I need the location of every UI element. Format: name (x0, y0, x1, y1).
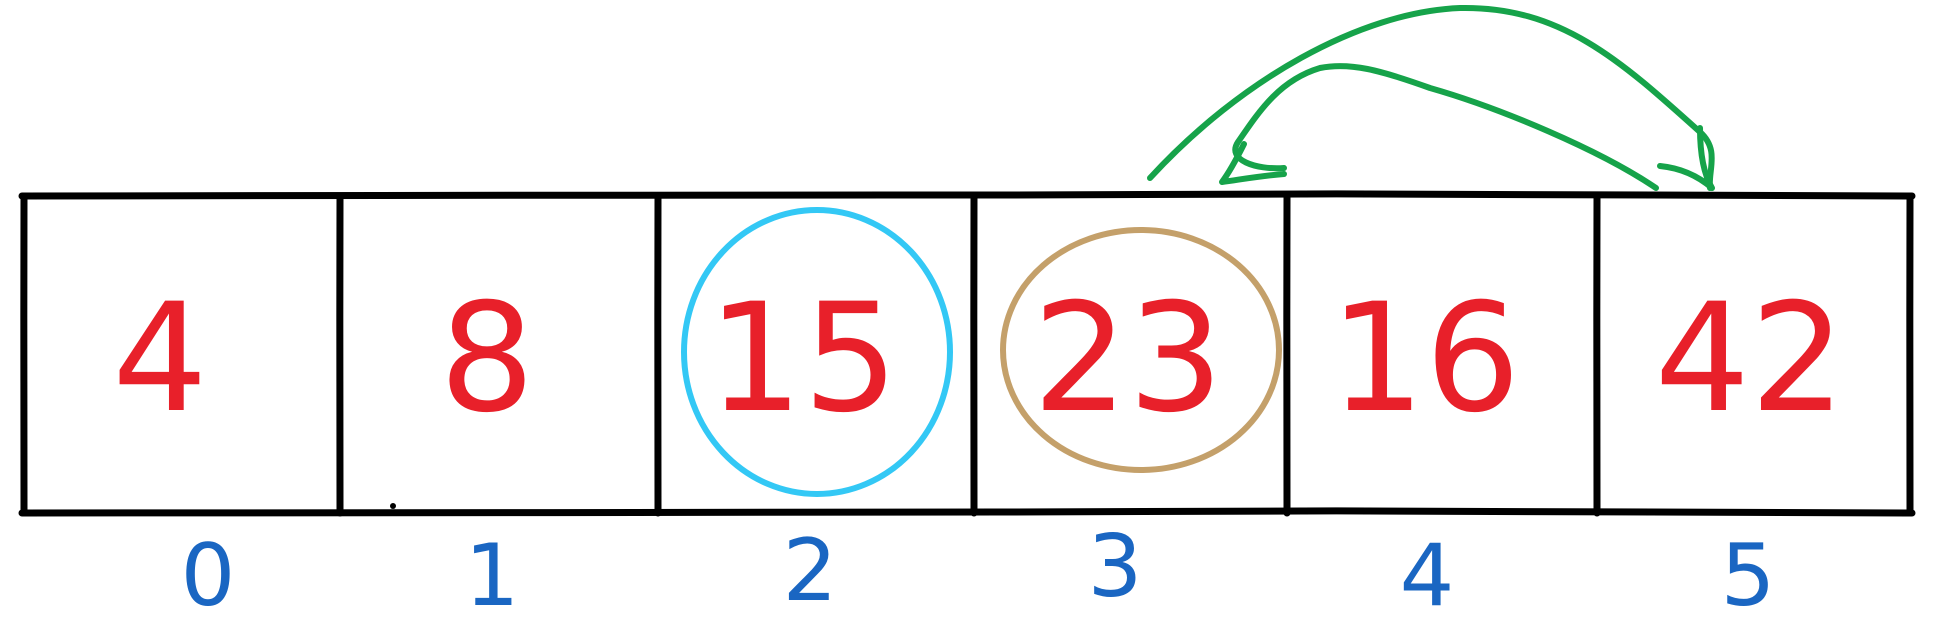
index-label-4: 4 (1400, 526, 1455, 626)
grid-bottom-line (18, 507, 1916, 517)
arrow-cell3-to-cell5 (1147, 4, 1715, 191)
grid-divider-3 (970, 192, 978, 517)
highlight-circle-cell-3 (1000, 227, 1282, 473)
index-label-0: 0 (181, 526, 236, 626)
cell-value-2: 15 (708, 272, 899, 446)
grid-divider-4 (1283, 192, 1291, 517)
grid-divider-6 (1906, 192, 1914, 517)
array-grid (18, 190, 1916, 517)
index-label-3: 3 (1088, 517, 1143, 617)
index-label-2: 2 (783, 521, 838, 621)
cell-value-1: 8 (439, 272, 534, 446)
cell-values: 4 8 15 23 16 42 (112, 272, 1845, 446)
grid-divider-0 (20, 192, 28, 517)
highlight-circle-cell-2 (681, 207, 953, 497)
index-labels: 0 1 2 3 4 5 (181, 517, 1776, 626)
cell-value-5: 42 (1655, 272, 1846, 446)
cell-value-4: 16 (1330, 272, 1521, 446)
grid-top-line (18, 190, 1916, 200)
arrowhead-cell5 (1657, 125, 1715, 191)
grid-divider-2 (654, 192, 662, 517)
arrowhead-cell3 (1219, 141, 1287, 185)
cell-value-3: 23 (1033, 272, 1224, 446)
swap-arrows (1147, 4, 1715, 191)
grid-divider-5 (1593, 192, 1601, 517)
stray-dot (390, 503, 396, 509)
index-label-5: 5 (1721, 526, 1776, 626)
cell-value-0: 4 (112, 272, 207, 446)
grid-divider-1 (336, 192, 344, 517)
index-label-1: 1 (465, 526, 520, 626)
arrow-cell5-to-cell3 (1232, 63, 1659, 191)
